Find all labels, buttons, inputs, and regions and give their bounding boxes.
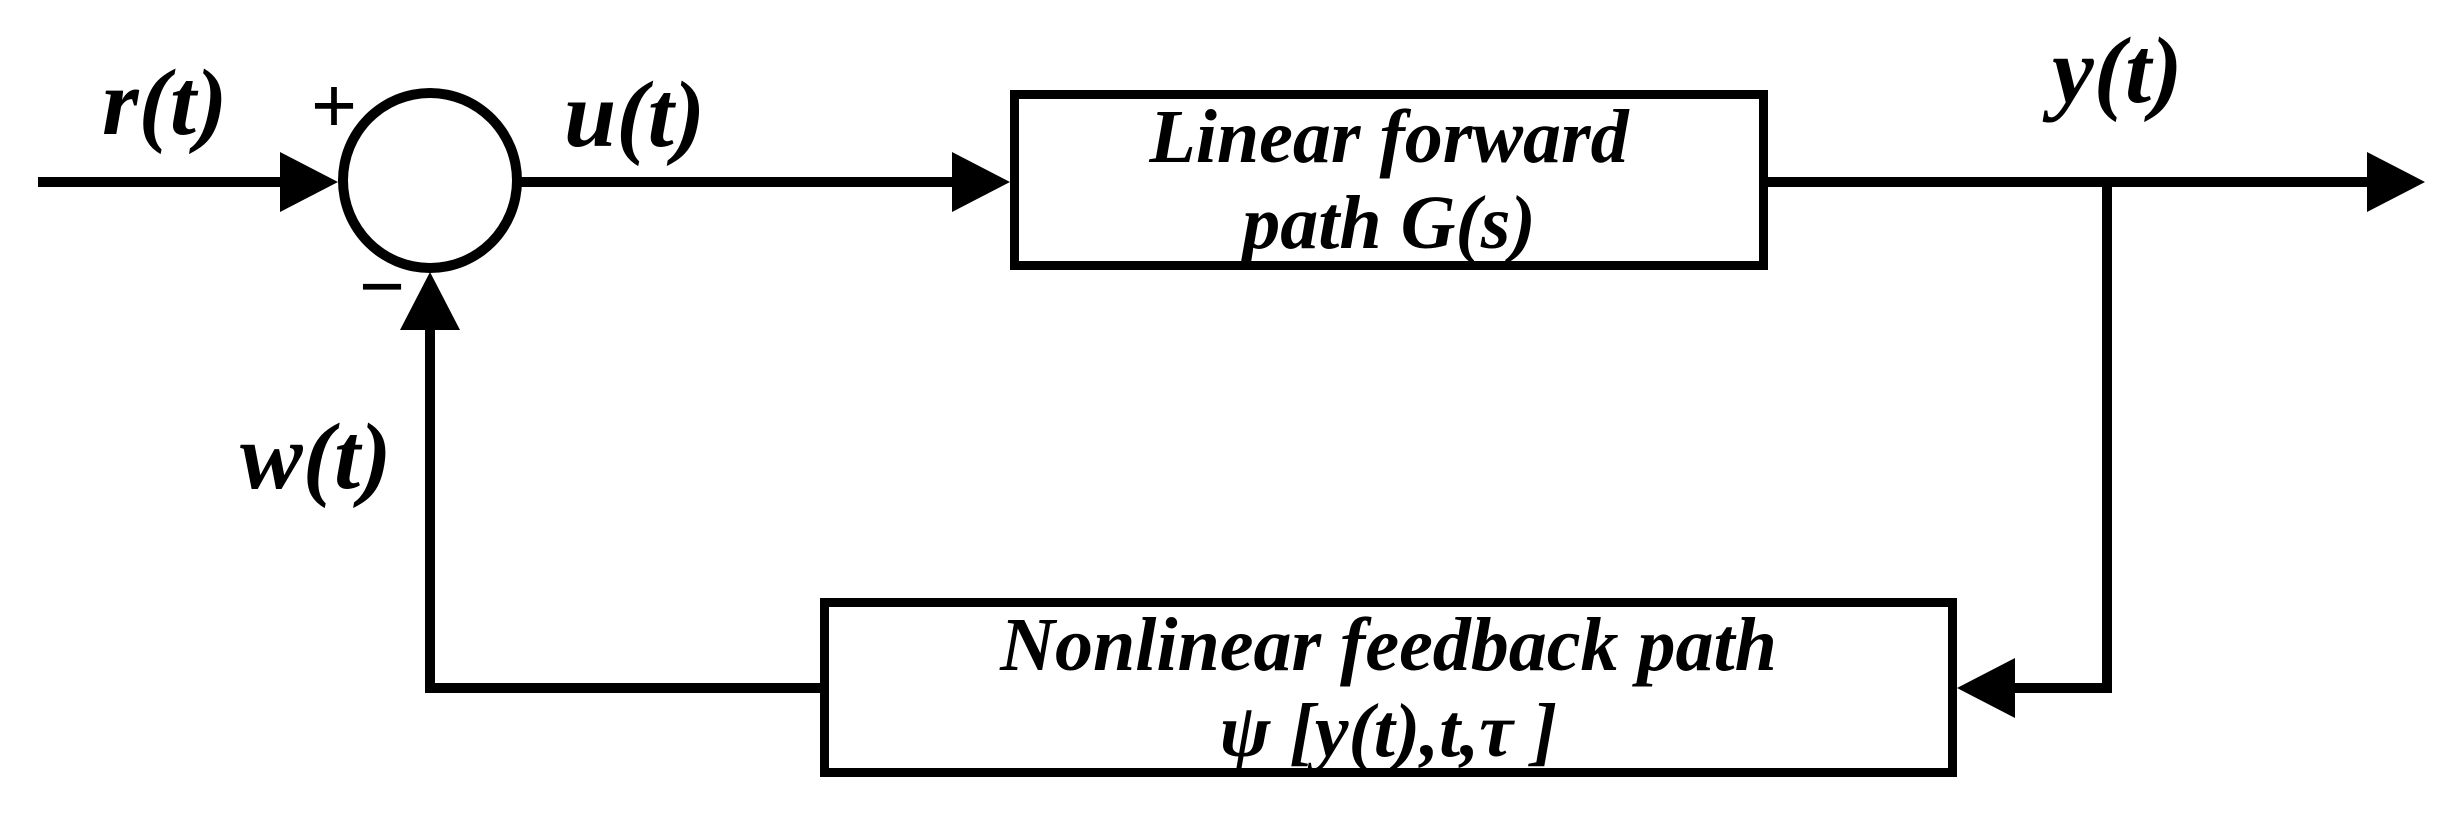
output-signal-label: y(t) bbox=[2052, 19, 2183, 123]
feedback-return-arrowhead-icon bbox=[400, 272, 460, 330]
control-line bbox=[518, 177, 956, 187]
feedback-signal-label: w(t) bbox=[240, 405, 392, 509]
forward-path-label-line2: path G(s) bbox=[1242, 181, 1536, 265]
feedback-path-label-line2: ψ [y(t),t,τ ] bbox=[1219, 688, 1558, 773]
summing-junction bbox=[338, 88, 522, 273]
output-arrowhead-icon bbox=[2367, 152, 2425, 212]
control-signal-label: u(t) bbox=[564, 63, 705, 167]
input-signal-label: r(t) bbox=[102, 51, 228, 155]
feedback-entry-arrowhead-icon bbox=[1957, 658, 2015, 718]
output-branch-line bbox=[2102, 177, 2112, 693]
input-arrowhead-icon bbox=[280, 152, 338, 212]
output-line bbox=[1764, 177, 2370, 187]
forward-path-label-line1: Linear forward bbox=[1149, 95, 1629, 179]
feedback-return-line bbox=[425, 326, 435, 693]
minus-sign-label: − bbox=[358, 241, 406, 332]
control-arrowhead-icon bbox=[952, 152, 1010, 212]
feedback-path-block: Nonlinear feedback path ψ [y(t),t,τ ] bbox=[820, 598, 1957, 777]
input-line bbox=[38, 177, 285, 187]
forward-path-block: Linear forward path G(s) bbox=[1010, 90, 1768, 270]
feedback-entry-line bbox=[2012, 683, 2112, 693]
plus-sign-label: + bbox=[310, 60, 358, 151]
feedback-exit-line bbox=[425, 683, 820, 693]
feedback-path-label-line1: Nonlinear feedback path bbox=[1000, 602, 1777, 687]
